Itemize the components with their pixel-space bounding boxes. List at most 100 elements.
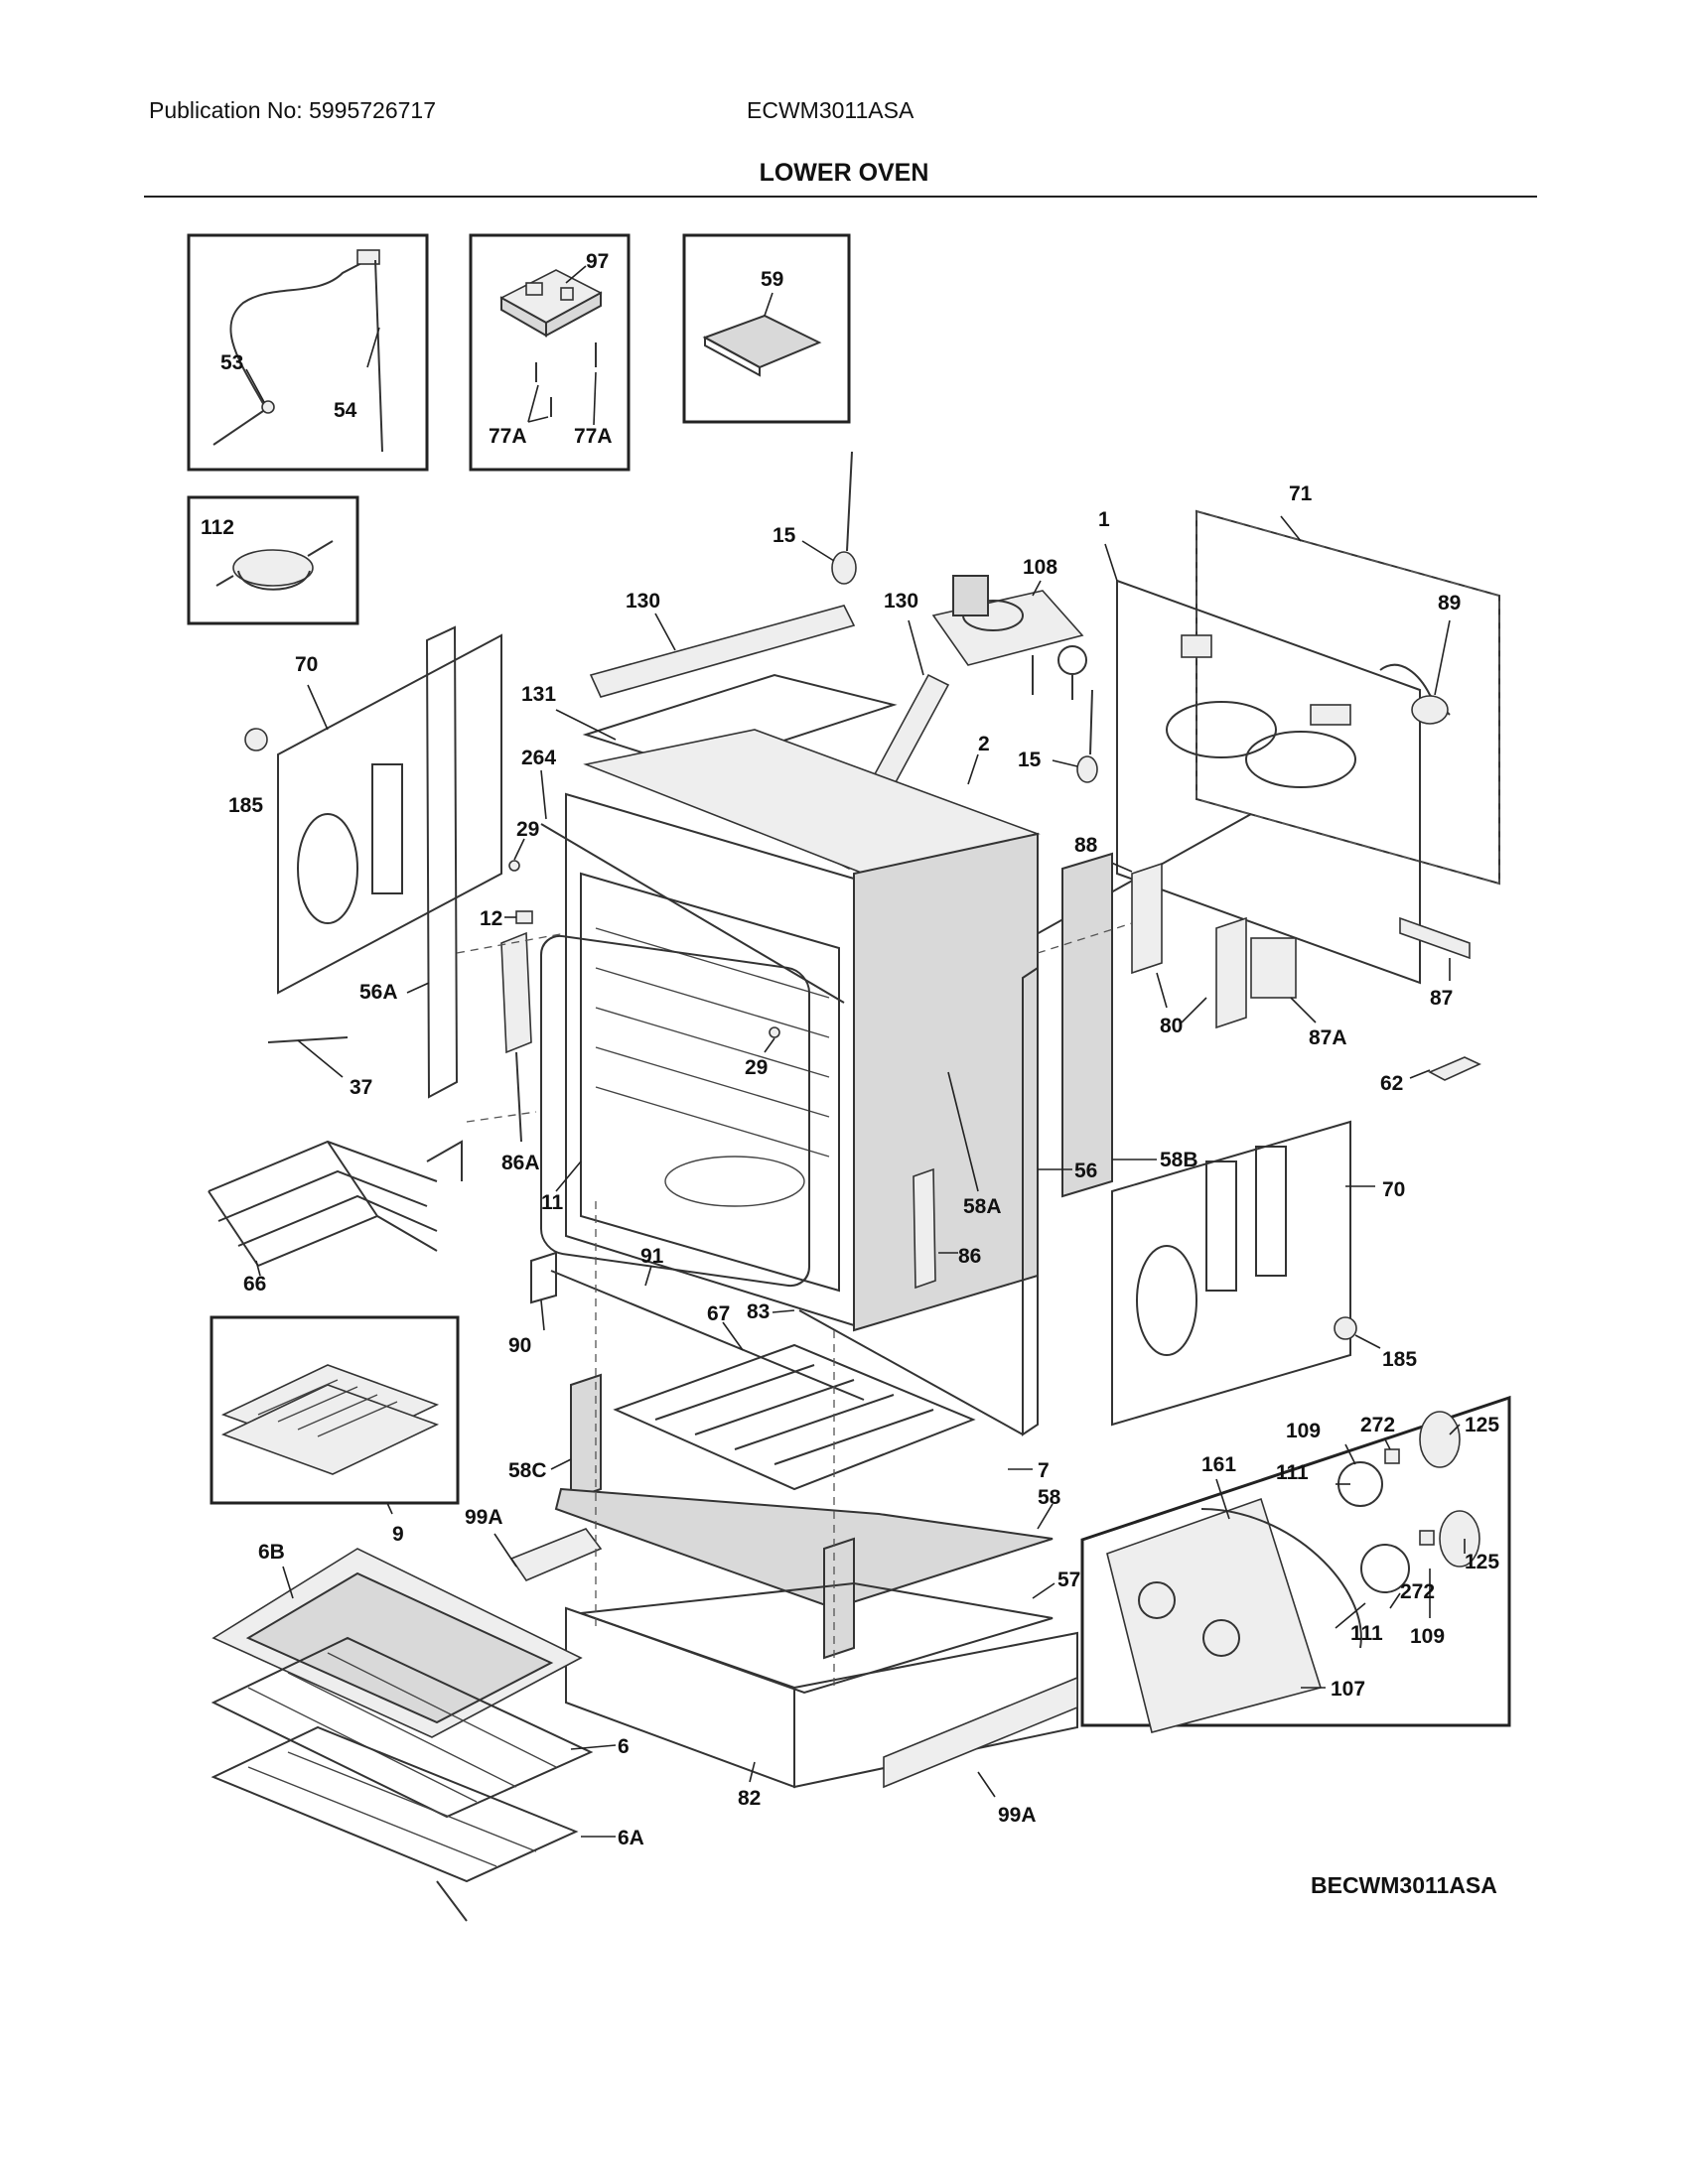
inset-light-cover-box: [682, 233, 851, 424]
callout-111-upper: 111: [1276, 1461, 1309, 1484]
bake-element-67: [613, 1321, 976, 1491]
trim-56: [1022, 966, 1072, 1436]
callout-62: 62: [1380, 1072, 1403, 1095]
cooling-fan-108: [931, 575, 1087, 700]
callout-131: 131: [521, 683, 556, 706]
insulation-58a: [947, 1071, 979, 1192]
assembly-guide-lines: [456, 922, 1133, 1688]
callout-185-left: 185: [228, 794, 263, 817]
page-title: LOWER OVEN: [759, 159, 929, 187]
callout-56a: 56A: [359, 981, 398, 1004]
callout-91: 91: [640, 1245, 664, 1268]
callout-29-upper: 29: [516, 818, 539, 841]
broil-element-66: [208, 1140, 463, 1277]
hinge-86a: [500, 931, 532, 1143]
callout-67: 67: [707, 1302, 730, 1325]
rail-83: [772, 1309, 1024, 1435]
part-12: [504, 910, 533, 924]
callout-58b: 58B: [1160, 1149, 1198, 1171]
callout-87: 87: [1430, 987, 1453, 1010]
sensor-probe-right: [1052, 689, 1098, 783]
callout-83: 83: [747, 1300, 770, 1323]
callout-80: 80: [1160, 1015, 1183, 1037]
callout-57: 57: [1057, 1569, 1080, 1591]
hinge-86: [913, 1167, 958, 1290]
gasket-264: [540, 769, 845, 1004]
bracket-99a-right: [883, 1676, 1078, 1798]
callout-109-lower: 109: [1410, 1625, 1445, 1648]
callout-71: 71: [1289, 482, 1313, 505]
callout-130-right: 130: [884, 590, 918, 613]
rack-6a: [211, 1725, 616, 1922]
inset-probe-box: [187, 233, 429, 472]
callout-70-left: 70: [295, 653, 318, 676]
callout-87a: 87A: [1309, 1026, 1347, 1049]
callout-58: 58: [1038, 1486, 1061, 1509]
callout-88: 88: [1074, 834, 1098, 857]
callout-97: 97: [586, 250, 609, 273]
callout-12: 12: [480, 907, 502, 930]
callout-99a-right: 99A: [998, 1804, 1037, 1827]
callout-90: 90: [508, 1334, 531, 1357]
callout-6b: 6B: [258, 1541, 285, 1564]
callout-108: 108: [1023, 556, 1057, 579]
inset-control-board-box: [469, 233, 631, 472]
side-panel-70-left: [277, 633, 502, 995]
callout-6: 6: [618, 1735, 630, 1758]
callout-112: 112: [201, 516, 234, 539]
inset-broiler-pan-box: [210, 1315, 460, 1515]
callout-1: 1: [1098, 508, 1110, 531]
model-number: ECWM3011ASA: [747, 97, 914, 123]
oven-cavity: [565, 729, 1041, 1332]
door-gasket-11: [540, 934, 810, 1288]
rail-91: [550, 1265, 865, 1401]
sensor-probe-top: [801, 451, 857, 585]
callout-77a-right: 77A: [574, 425, 613, 448]
callout-107: 107: [1331, 1678, 1365, 1701]
callout-59: 59: [761, 268, 783, 291]
bracket-90: [530, 1251, 557, 1331]
callout-58a: 58A: [963, 1195, 1002, 1218]
foot-185-right: [1334, 1316, 1381, 1349]
side-panel-70-right: [1111, 1120, 1375, 1427]
callout-66: 66: [243, 1273, 266, 1296]
callout-15-right: 15: [1018, 749, 1042, 771]
rear-panel-71: [1196, 509, 1500, 886]
callout-125-upper: 125: [1465, 1414, 1499, 1436]
callout-54: 54: [334, 399, 357, 422]
callout-11: 11: [541, 1191, 564, 1214]
trim-56a: [406, 625, 459, 1099]
sensor-37: [267, 1036, 349, 1078]
callout-82: 82: [738, 1787, 761, 1810]
callout-58c: 58C: [508, 1459, 547, 1482]
callout-6a: 6A: [618, 1827, 644, 1849]
rack-6b: [211, 1548, 583, 1738]
top-channel-130-left: [589, 605, 856, 698]
callout-99a-left: 99A: [465, 1506, 503, 1529]
callout-2: 2: [978, 733, 990, 755]
inset-thermostat-box: [187, 495, 359, 625]
callout-264: 264: [521, 747, 556, 769]
callout-272-upper: 272: [1360, 1414, 1395, 1436]
foot-185-left: [244, 728, 268, 751]
callout-70-right: 70: [1382, 1178, 1405, 1201]
inset-convection-fan-box: [1080, 1395, 1511, 1733]
callout-89: 89: [1438, 592, 1461, 614]
publication-number: Publication No: 5995726717: [149, 97, 437, 123]
callout-7: 7: [1038, 1459, 1050, 1482]
callout-15-top: 15: [773, 524, 796, 547]
callout-272-lower: 272: [1400, 1580, 1435, 1603]
shield-58c: [550, 1373, 602, 1501]
rear-wall-1: [1104, 543, 1421, 985]
callout-77a-left: 77A: [489, 425, 527, 448]
wire-harness-89: [1379, 619, 1451, 725]
callout-130-left: 130: [626, 590, 660, 613]
base-82: [565, 1606, 1078, 1789]
screws-29: [508, 838, 780, 1053]
terminal-block-62: [1409, 1056, 1481, 1081]
hinge-87a: [1250, 937, 1317, 1024]
callout-9: 9: [392, 1523, 404, 1546]
diagram-code: BECWM3011ASA: [1311, 1872, 1497, 1898]
bracket-99a-left: [493, 1528, 603, 1581]
